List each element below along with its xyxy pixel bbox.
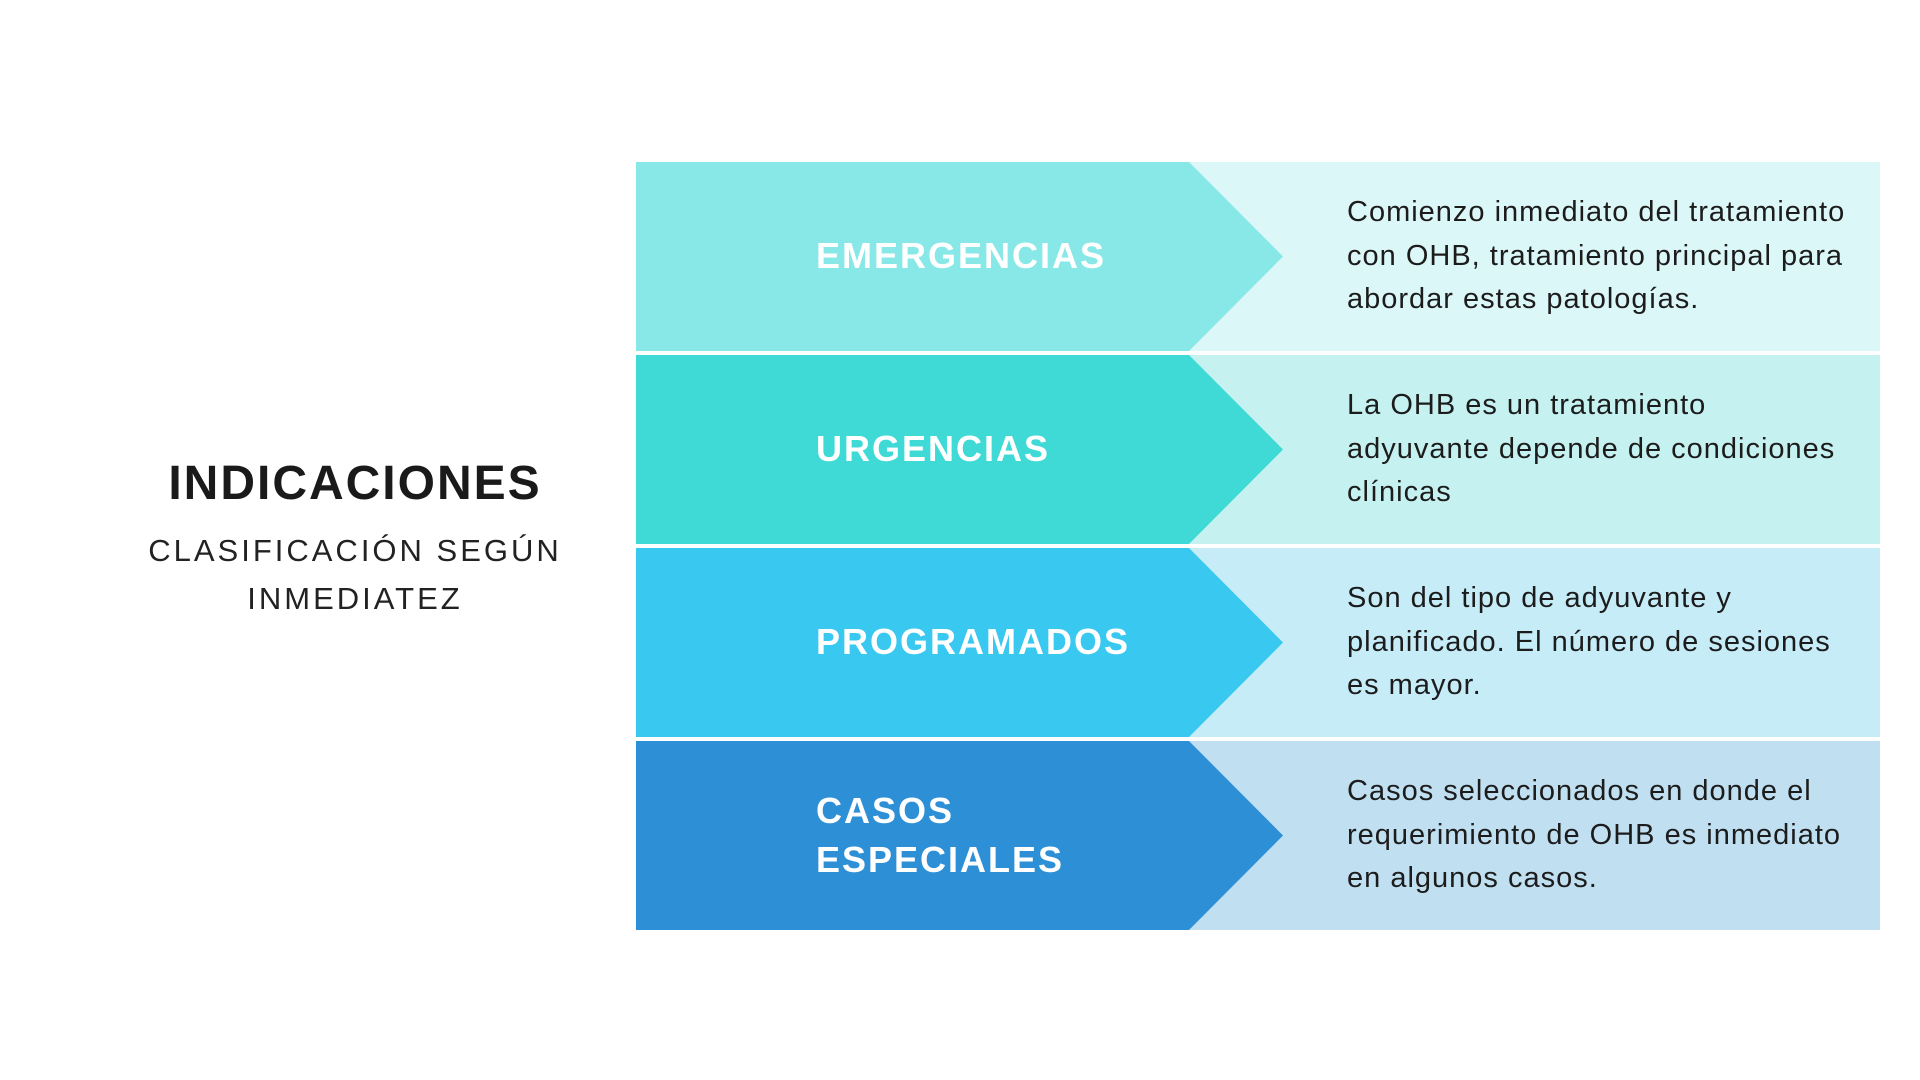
title-block: INDICACIONES CLASIFICACIÓN SEGÚN INMEDIA… <box>120 455 590 623</box>
chevron-arrow-shape <box>636 355 1283 544</box>
row-programados: PROGRAMADOS Son del tipo de adyuvante y … <box>636 548 1880 737</box>
slide-subtitle: CLASIFICACIÓN SEGÚN INMEDIATEZ <box>120 527 590 623</box>
category-label-casos-especiales: CASOS ESPECIALES <box>816 789 1065 880</box>
category-label-urgencias: URGENCIAS <box>816 428 1051 470</box>
category-label-emergencias: EMERGENCIAS <box>816 235 1107 277</box>
description-text: Casos seleccionados en donde el requerim… <box>1347 775 1842 895</box>
category-label-programados: PROGRAMADOS <box>816 621 1131 663</box>
row-emergencias: EMERGENCIAS Comienzo inmediato del trata… <box>636 162 1880 351</box>
row-background <box>636 162 1880 351</box>
row-casos-especiales: CASOS ESPECIALES Casos seleccionados en … <box>636 741 1880 930</box>
subtitle-line-1: CLASIFICACIÓN SEGÚN <box>148 532 562 568</box>
row-background <box>636 741 1880 930</box>
description-emergencias: Comienzo inmediato del tratamiento con O… <box>1347 162 1847 351</box>
subtitle-line-2: INMEDIATEZ <box>247 580 463 616</box>
description-casos-especiales: Casos seleccionados en donde el requerim… <box>1347 741 1847 930</box>
slide-title: INDICACIONES <box>168 457 542 510</box>
row-background <box>636 355 1880 544</box>
chevron-arrow-shape <box>636 548 1283 737</box>
row-urgencias: URGENCIAS La OHB es un tratamiento adyuv… <box>636 355 1880 544</box>
description-urgencias: La OHB es un tratamiento adyuvante depen… <box>1347 355 1847 544</box>
row-background <box>636 548 1880 737</box>
chevron-arrow-shape <box>636 741 1283 930</box>
description-text: Comienzo inmediato del tratamiento con O… <box>1347 196 1846 316</box>
description-text: La OHB es un tratamiento adyuvante depen… <box>1347 389 1836 509</box>
description-programados: Son del tipo de adyuvante y planificado.… <box>1347 548 1847 737</box>
description-text: Son del tipo de adyuvante y planificado.… <box>1347 582 1831 702</box>
classification-rows: EMERGENCIAS Comienzo inmediato del trata… <box>636 162 1880 934</box>
chevron-arrow-shape <box>636 162 1283 351</box>
